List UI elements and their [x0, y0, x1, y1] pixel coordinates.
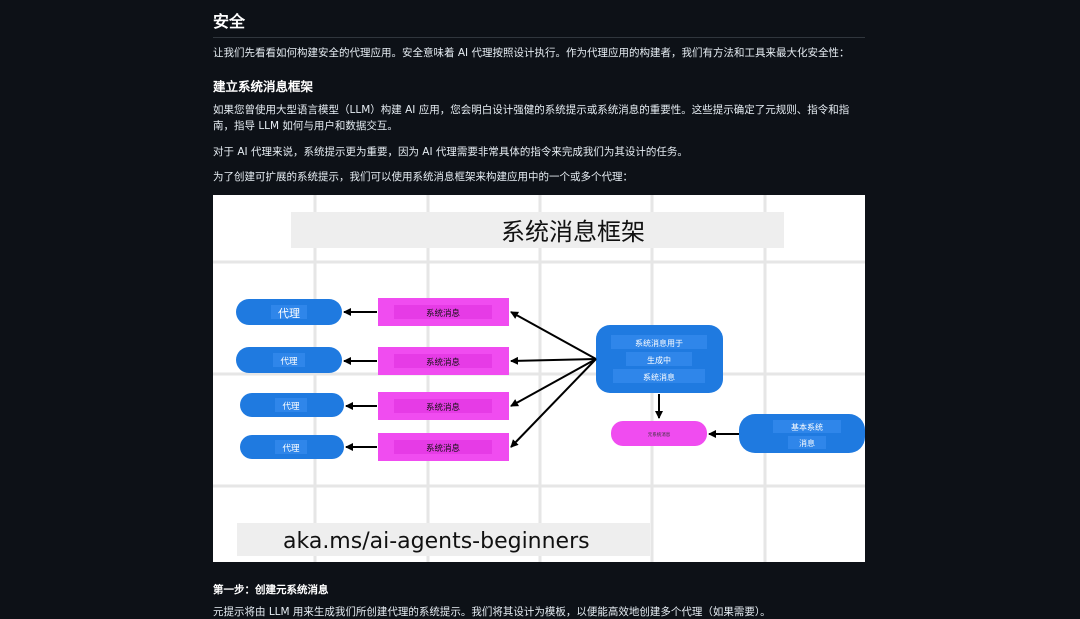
arrows-to-agents	[343, 308, 377, 451]
agent-label: 代理	[280, 356, 298, 367]
agent-pill: 代理	[240, 435, 344, 459]
system-message-box: 系统消息	[378, 298, 509, 326]
meta-prompt-label: 元系统消息	[648, 431, 671, 438]
agent-label: 代理	[282, 401, 300, 412]
basic-system-message-box: 基本系统 消息	[739, 414, 865, 453]
system-message-label: 系统消息	[426, 443, 461, 454]
section-intro: 让我们先看看如何构建安全的代理应用。安全意味着 AI 代理按照设计执行。作为代理…	[213, 47, 850, 59]
system-message-box: 系统消息	[378, 433, 509, 461]
agent-pill: 代理	[236, 299, 342, 325]
paragraph-2: 对于 AI 代理来说，系统提示更为重要，因为 AI 代理需要非常具体的指令来完成…	[213, 146, 688, 158]
basic-system-line1: 基本系统	[791, 422, 823, 432]
diagram-title-bg	[291, 212, 784, 248]
generator-line1: 系统消息用于	[635, 338, 683, 348]
agent-label: 代理	[278, 307, 300, 320]
system-message-label: 系统消息	[426, 402, 461, 413]
paragraph-1: 如果您曾使用大型语言模型（LLM）构建 AI 应用，您会明白设计强健的系统提示或…	[213, 104, 850, 132]
footer-url-bg	[237, 523, 650, 556]
agent-pill: 代理	[240, 393, 344, 417]
step1-heading: 第一步：创建元系统消息	[213, 584, 329, 596]
diagram-grid	[213, 195, 865, 562]
diagram-title: 系统消息框架	[501, 218, 645, 246]
arrows-to-system-messages	[510, 311, 597, 448]
footer-url: aka.ms/ai-agents-beginners	[283, 529, 590, 554]
basic-system-line2: 消息	[799, 438, 815, 448]
section-heading: 安全	[213, 8, 865, 38]
generator-line3: 系统消息	[643, 372, 675, 382]
system-message-label: 系统消息	[426, 357, 461, 368]
step1-text: 元提示将由 LLM 用来生成我们所创建代理的系统提示。我们将其设计为模板，以便能…	[213, 606, 771, 618]
system-message-framework-diagram: 系统消息框架 代理 代理 代理	[213, 195, 865, 562]
agent-label: 代理	[282, 443, 300, 454]
system-message-box: 系统消息	[378, 392, 509, 420]
generator-line2: 生成中	[647, 355, 671, 365]
generator-box: 系统消息用于 生成中 系统消息	[596, 325, 723, 393]
system-message-label: 系统消息	[426, 308, 461, 319]
agent-pill: 代理	[236, 347, 342, 373]
paragraph-3: 为了创建可扩展的系统提示，我们可以使用系统消息框架来构建应用中的一个或多个代理：	[213, 171, 633, 183]
subsection-heading: 建立系统消息框架	[213, 79, 314, 94]
meta-system-message-box: 元系统消息	[611, 421, 707, 446]
system-message-box: 系统消息	[378, 347, 509, 375]
